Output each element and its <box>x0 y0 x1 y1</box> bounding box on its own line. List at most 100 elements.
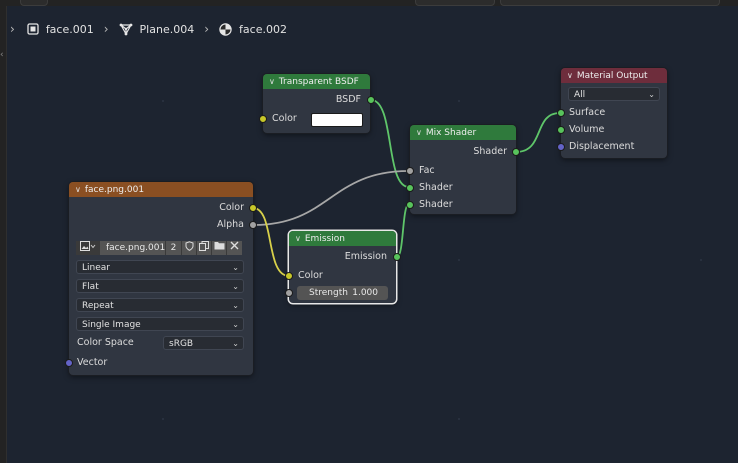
breadcrumb-mesh[interactable]: Plane.004 <box>119 22 195 36</box>
collapse-arrow-icon[interactable]: ∨ <box>295 234 301 243</box>
projection-dropdown[interactable]: Flat⌄ <box>76 279 244 293</box>
interpolation-dropdown[interactable]: Linear⌄ <box>76 260 244 274</box>
socket-displacement-in[interactable] <box>557 143 565 151</box>
socket-vector-in[interactable] <box>65 359 73 367</box>
image-browse-button[interactable] <box>76 241 100 255</box>
socket-color-in[interactable] <box>285 272 293 280</box>
collapse-arrow-icon[interactable]: ∨ <box>269 77 275 86</box>
node-header[interactable]: ∨Emission <box>289 231 396 246</box>
grid-dot <box>700 259 702 261</box>
socket-alpha-out[interactable] <box>249 221 257 229</box>
link-bsdf-to-mix <box>370 99 410 188</box>
socket-shader-in[interactable] <box>406 184 414 192</box>
close-icon <box>230 241 239 250</box>
users-count-value: 2 <box>170 243 177 253</box>
target-value: All <box>574 90 586 100</box>
socket-color-out[interactable] <box>249 204 257 212</box>
collapse-arrow-icon[interactable]: ‹ <box>0 50 4 60</box>
folder-icon <box>214 242 224 250</box>
node-header[interactable]: ∨Material Output <box>561 68 667 83</box>
socket-shader-out[interactable] <box>512 148 520 156</box>
strength-value: 1.000 <box>352 288 378 298</box>
node-title: face.png.001 <box>84 185 145 195</box>
header-control[interactable] <box>20 0 48 6</box>
breadcrumb-object-label: face.001 <box>45 22 94 36</box>
chevron-down-icon: ⌄ <box>232 282 239 291</box>
collapse-arrow-icon[interactable]: ∨ <box>567 71 573 80</box>
image-texture-node[interactable]: ∨face.png.001 Color Alpha face.png.001 2… <box>69 182 253 375</box>
image-icon <box>79 241 95 251</box>
extension-dropdown[interactable]: Repeat⌄ <box>76 298 244 312</box>
open-image-button[interactable] <box>212 241 227 255</box>
strength-label: Strength <box>309 288 348 298</box>
breadcrumb: › face.001 › Plane.004 › face.002 <box>10 20 287 38</box>
output-emission-label: Emission <box>344 251 387 262</box>
node-title: Material Output <box>576 71 648 81</box>
header-strip <box>0 0 738 6</box>
transparent-bsdf-node[interactable]: ∨Transparent BSDF BSDF Color <box>263 74 370 133</box>
color-space-value: sRGB <box>169 339 194 349</box>
chevron-right-icon: › <box>103 22 109 36</box>
link-mix-to-output <box>515 112 561 153</box>
grid-dot <box>162 418 164 420</box>
header-control[interactable] <box>415 0 495 6</box>
strength-field[interactable]: Strength 1.000 <box>297 286 388 300</box>
material-output-node[interactable]: ∨Material Output All ⌄ Surface Volume Di… <box>561 68 667 158</box>
breadcrumb-material-label: face.002 <box>239 22 287 36</box>
chevron-right-icon: › <box>10 22 15 36</box>
duplicate-icon <box>199 241 209 251</box>
node-title: Mix Shader <box>425 128 477 138</box>
chevron-right-icon: › <box>204 22 210 36</box>
grid-dot <box>458 100 460 102</box>
socket-shader-in[interactable] <box>406 201 414 209</box>
node-header[interactable]: ∨face.png.001 <box>69 182 253 197</box>
collapse-arrow-icon[interactable]: ∨ <box>416 128 422 137</box>
output-shader-label: Shader <box>473 146 507 157</box>
socket-volume-in[interactable] <box>557 126 565 134</box>
mesh-data-icon <box>119 23 132 35</box>
unlink-image-button[interactable] <box>227 241 242 255</box>
color-space-dropdown[interactable]: sRGB ⌄ <box>163 336 244 350</box>
breadcrumb-material[interactable]: face.002 <box>219 23 287 36</box>
output-alpha-label: Alpha <box>216 219 244 230</box>
chevron-down-icon: ⌄ <box>232 339 239 348</box>
image-name-field[interactable]: face.png.001 <box>100 241 166 255</box>
duplicate-image-button[interactable] <box>197 241 212 255</box>
socket-surface-in[interactable] <box>557 109 565 117</box>
chevron-down-icon: ⌄ <box>648 90 655 99</box>
output-color-label: Color <box>219 202 244 213</box>
material-icon <box>219 22 232 36</box>
emission-node[interactable]: ∨Emission Emission Color Strength 1.000 <box>289 231 396 303</box>
fake-user-button[interactable] <box>182 241 197 255</box>
input-color-label: Color <box>298 270 323 281</box>
socket-emission-out[interactable] <box>393 253 401 261</box>
extension-value: Repeat <box>82 301 114 311</box>
node-header[interactable]: ∨Transparent BSDF <box>263 74 370 89</box>
header-control[interactable] <box>500 0 720 6</box>
input-displacement-label: Displacement <box>569 141 635 152</box>
source-value: Single Image <box>82 320 141 330</box>
grid-dot <box>162 100 164 102</box>
collapse-arrow-icon[interactable]: ∨ <box>75 185 81 194</box>
input-shader-label: Shader <box>419 182 453 193</box>
input-fac-label: Fac <box>419 165 435 176</box>
color-swatch[interactable] <box>311 113 363 127</box>
socket-strength-in[interactable] <box>285 289 293 297</box>
image-name: face.png.001 <box>106 243 166 253</box>
input-vector-label: Vector <box>77 357 108 368</box>
socket-bsdf-out[interactable] <box>367 96 375 104</box>
breadcrumb-object[interactable]: face.001 <box>27 23 94 36</box>
socket-color-in[interactable] <box>259 115 267 123</box>
image-users-count[interactable]: 2 <box>166 241 182 255</box>
shield-icon <box>185 241 193 251</box>
link-alpha-to-fac <box>252 170 410 226</box>
breadcrumb-mesh-label: Plane.004 <box>139 22 195 36</box>
chevron-down-icon: ⌄ <box>232 263 239 272</box>
link-emission-to-mix <box>396 203 410 258</box>
input-volume-label: Volume <box>569 124 605 135</box>
socket-fac-in[interactable] <box>406 167 414 175</box>
source-dropdown[interactable]: Single Image⌄ <box>76 317 244 331</box>
mix-shader-node[interactable]: ∨Mix Shader Shader Fac Shader Shader <box>410 125 516 214</box>
node-header[interactable]: ∨Mix Shader <box>410 125 516 140</box>
target-dropdown[interactable]: All ⌄ <box>568 87 660 101</box>
